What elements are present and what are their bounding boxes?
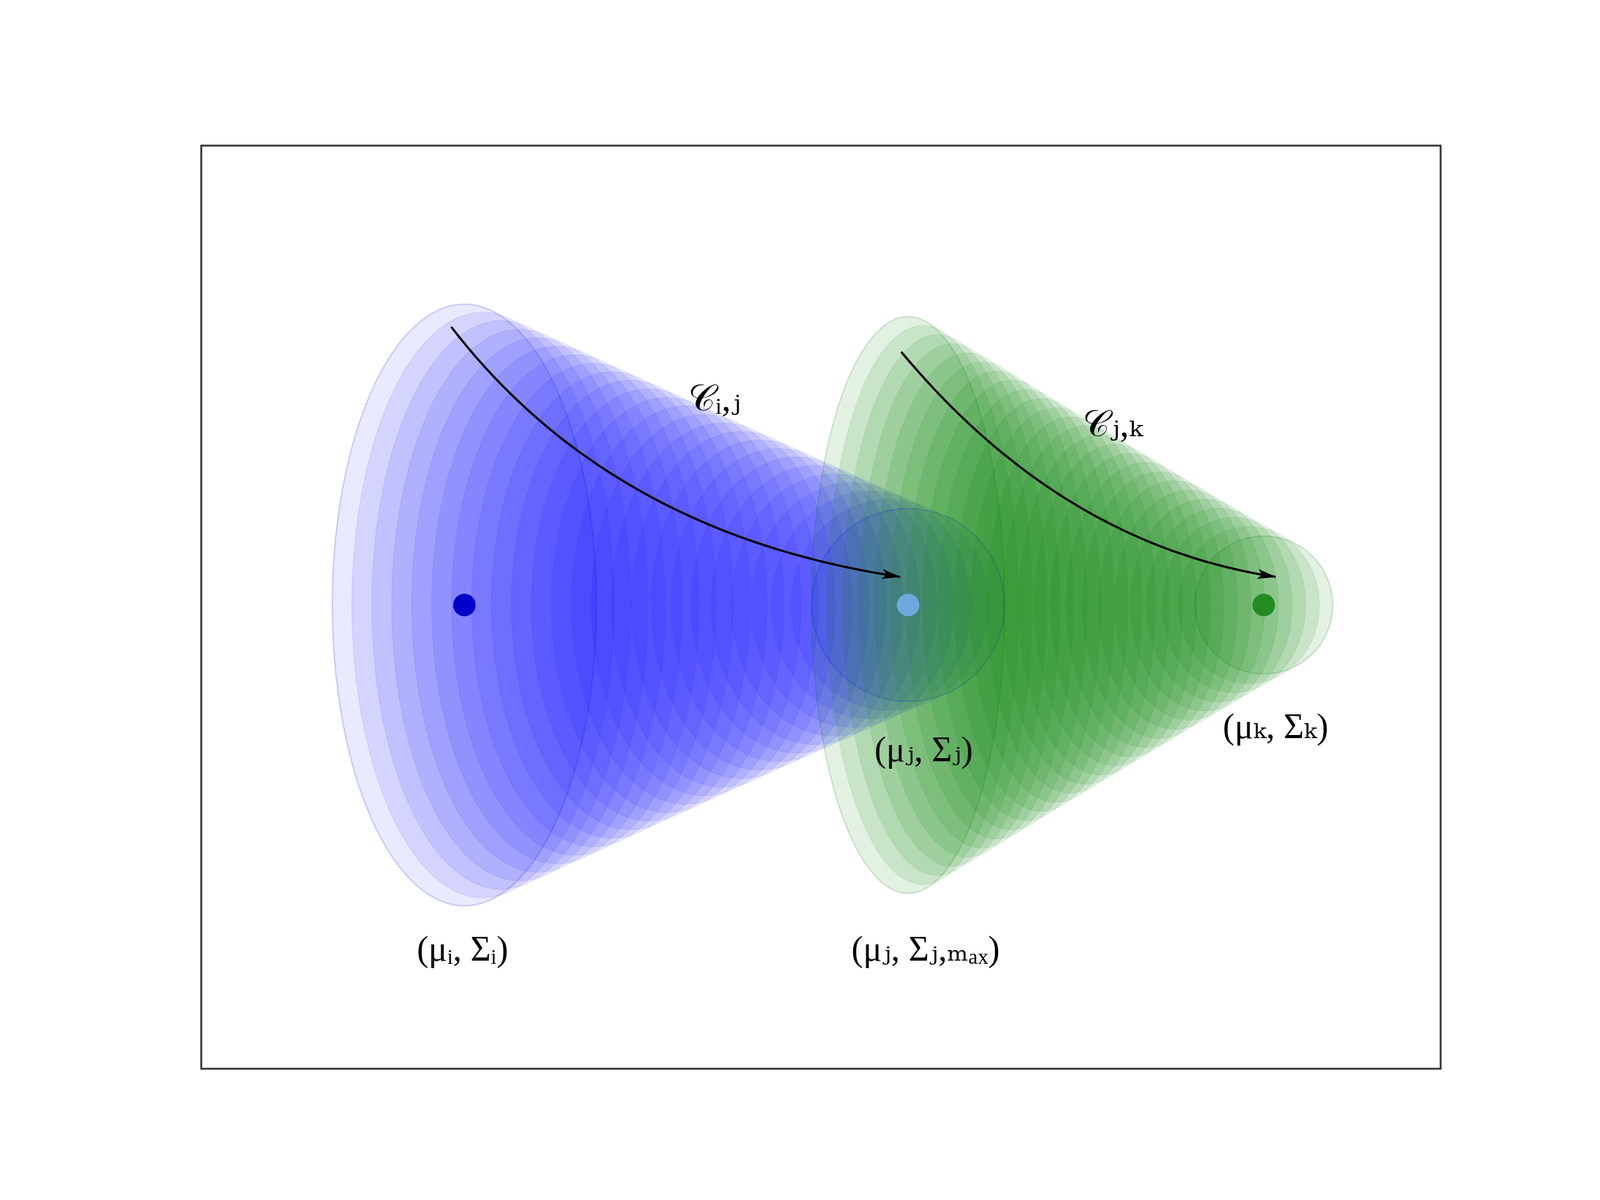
cone-group bbox=[331, 303, 1334, 907]
mean-dot bbox=[1252, 593, 1275, 617]
parameter-label: (μₖ, Σₖ) bbox=[1223, 705, 1329, 748]
shape-ellipse bbox=[811, 508, 1005, 702]
parameter-label: (μᵢ, Σᵢ) bbox=[416, 928, 509, 970]
shape-ellipse bbox=[1195, 536, 1333, 674]
parameter-label: (μⱼ, Σⱼ,ₘₐₓ) bbox=[851, 928, 1000, 970]
plot-frame bbox=[201, 145, 1441, 1069]
transport-arrow bbox=[901, 351, 1276, 577]
mean-dot bbox=[453, 593, 476, 617]
cone-ellipse bbox=[1194, 535, 1334, 675]
distribution-shape: (μᵢ, Σᵢ) bbox=[331, 303, 597, 907]
cone bbox=[811, 316, 1334, 894]
shape-ellipse bbox=[811, 316, 1005, 894]
coupling-label: 𝒞ⱼ,ₖ bbox=[1082, 401, 1144, 447]
distribution-shape: (μⱼ, Σⱼ) bbox=[811, 508, 1005, 702]
shape-outline bbox=[331, 303, 597, 907]
distribution-shape: (μⱼ, Σⱼ,ₘₐₓ) bbox=[811, 316, 1005, 894]
distribution-shape: (μₖ, Σₖ) bbox=[1194, 535, 1334, 675]
coupling-label: 𝒞ᵢ,ⱼ bbox=[688, 375, 742, 421]
shape-ellipse bbox=[332, 304, 597, 906]
mean-dot bbox=[896, 593, 920, 617]
dot-group bbox=[453, 593, 1275, 617]
shape-outline bbox=[811, 508, 1005, 702]
shape-outline bbox=[811, 316, 1005, 894]
parameter-label: (μⱼ, Σⱼ) bbox=[874, 728, 974, 771]
transport-arrow bbox=[451, 326, 900, 577]
shape-outline bbox=[1194, 535, 1334, 675]
